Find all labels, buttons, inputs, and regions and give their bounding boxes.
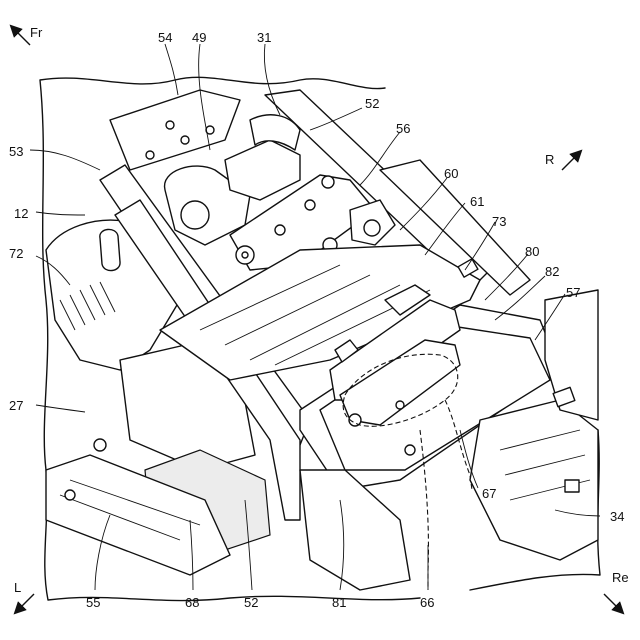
ref-66: 66 — [420, 595, 434, 610]
ref-49: 49 — [192, 30, 206, 45]
ref-72: 72 — [9, 246, 23, 261]
rear-label: Re — [612, 570, 629, 585]
ref-31: 31 — [257, 30, 271, 45]
left-arrow — [18, 594, 34, 610]
left-label: L — [14, 580, 21, 595]
ref-73: 73 — [492, 214, 506, 229]
right-label: R — [545, 152, 554, 167]
ref-12: 12 — [14, 206, 28, 221]
right-arrow — [562, 154, 578, 170]
ref-57: 57 — [566, 285, 580, 300]
rear-fender — [300, 470, 410, 590]
ref-80: 80 — [525, 244, 539, 259]
ref-54: 54 — [158, 30, 172, 45]
hose-clamp — [100, 229, 120, 270]
ref-52-top: 52 — [365, 96, 379, 111]
front-arrow — [14, 29, 30, 45]
ref-27: 27 — [9, 398, 23, 413]
ref-53: 53 — [9, 144, 23, 159]
ref-52-bottom: 52 — [244, 595, 258, 610]
upper-bracket — [110, 90, 240, 170]
ref-61: 61 — [470, 194, 484, 209]
ref-67: 67 — [482, 486, 496, 501]
ref-81: 81 — [332, 595, 346, 610]
ref-55: 55 — [86, 595, 100, 610]
ref-56: 56 — [396, 121, 410, 136]
ref-60: 60 — [444, 166, 458, 181]
front-label: Fr — [30, 25, 43, 40]
ref-34: 34 — [610, 509, 624, 524]
sensor-unit — [225, 140, 300, 200]
ref-82: 82 — [545, 264, 559, 279]
rear-arrow — [604, 594, 620, 610]
ref-68: 68 — [185, 595, 199, 610]
